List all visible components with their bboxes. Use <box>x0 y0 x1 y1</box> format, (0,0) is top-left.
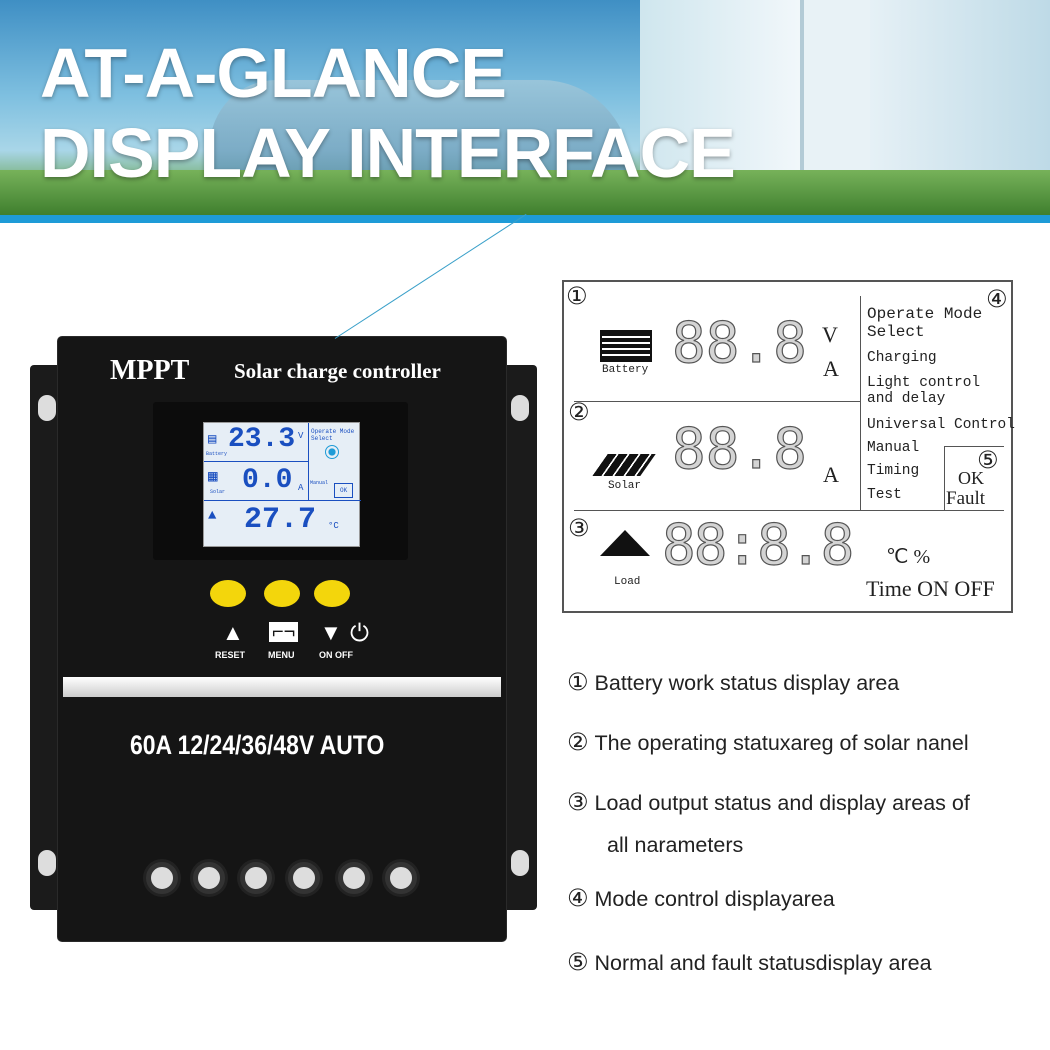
battery-label: Battery <box>602 364 649 376</box>
note-text: Normal and fault statusdisplay area <box>594 951 932 975</box>
lcd-load-value: 27.7 <box>244 503 317 537</box>
accent-strip <box>0 215 1050 223</box>
terminal-screw <box>193 862 225 894</box>
house-pillar <box>800 0 870 170</box>
note-number: ② <box>567 728 589 756</box>
mode-manual: Manual <box>867 440 920 456</box>
headline-line2: DISPLAY INTERFACE <box>40 114 736 192</box>
hero-banner: AT-A-GLANCE DISPLAY INTERFACE <box>0 0 1050 215</box>
up-triangle-icon: ▲ <box>222 620 244 645</box>
lcd-battery-label: Battery <box>206 451 228 457</box>
mode-charging: Charging <box>867 350 937 366</box>
status-ok: OK <box>958 468 984 488</box>
load-label: Load <box>614 576 641 588</box>
note-number: ① <box>567 668 589 696</box>
lcd-battery-unit: V <box>298 431 304 441</box>
solar-panel-icon <box>592 454 656 476</box>
note-number: ③ <box>567 788 589 816</box>
solar-segments: 88.8 <box>671 417 807 482</box>
marker-1: ① <box>566 282 588 310</box>
mode-test: Test <box>867 487 902 503</box>
battery-icon: ▤ <box>208 432 217 448</box>
lawn <box>0 170 1050 215</box>
down-triangle-icon: ▼ <box>320 620 342 645</box>
time-on-off-label: Time ON OFF <box>866 576 995 601</box>
battery-segments: 88.8 <box>671 311 807 376</box>
battery-icon <box>600 330 652 362</box>
reset-button[interactable] <box>210 580 246 607</box>
lcd-screen: ▤ Battery 23.3 V ▦ Solar 0.0 A Operate M… <box>203 422 361 547</box>
terminal-screw <box>338 862 370 894</box>
note-number: ④ <box>567 884 589 912</box>
mode-operate-select: Operate Mode Select <box>867 305 983 341</box>
solar-panel-icon: ▦ <box>208 468 218 486</box>
lcd-diagram: ① ② ③ ④ ⑤ Battery Solar Load 88.8 88.8 8… <box>562 280 1015 613</box>
note-text: Load output status and display areas of <box>594 791 970 815</box>
marker-2: ② <box>568 398 590 426</box>
unit-v: V <box>822 322 838 347</box>
device-subtitle: Solar charge controller <box>234 359 441 383</box>
note-text: Mode control displayarea <box>594 887 835 911</box>
light-bar <box>63 677 501 697</box>
lcd-solar-label: Solar <box>210 489 226 495</box>
onoff-button[interactable] <box>314 580 350 607</box>
unit-a-solar: A <box>823 462 839 487</box>
terminal-screw <box>240 862 272 894</box>
lcd-ok-status: OK <box>334 483 354 498</box>
lcd-manual-text: Manual <box>310 480 329 486</box>
marker-3: ③ <box>568 514 590 542</box>
menu-button[interactable] <box>264 580 300 607</box>
terminal-screw <box>146 862 178 894</box>
menu-label: MENU <box>268 650 295 660</box>
mode-universal-control: Universal Control <box>867 417 1015 433</box>
onoff-label: ON OFF <box>319 650 353 660</box>
temp-percent-label: ℃ % <box>886 546 931 568</box>
terminal-screw <box>385 862 417 894</box>
power-icon: ⏻ <box>350 620 369 647</box>
mode-timing: Timing <box>867 463 920 479</box>
lcd-solar-unit: A <box>298 483 304 493</box>
marker-5: ⑤ <box>977 446 999 474</box>
marker-4: ④ <box>986 285 1008 313</box>
lcd-temp-unit: °C <box>328 521 339 531</box>
lcd-mode-text: Operate Mode Select <box>311 428 355 443</box>
charge-controller: MPPT Solar charge controller ▤ Battery 2… <box>58 337 506 941</box>
note-text: The operating statuxareg of solar nanel <box>594 731 969 755</box>
menu-icon: ⌐¬ <box>269 622 299 642</box>
mode-light-control: Light control and delay <box>867 375 981 407</box>
callout-dot <box>325 445 339 459</box>
load-lamp-icon: ▲ <box>208 508 217 524</box>
note-3-continued: all narameters <box>607 833 744 857</box>
lamp-icon <box>600 530 650 556</box>
lcd-battery-value: 23.3 <box>228 424 296 455</box>
reset-label: RESET <box>215 650 246 660</box>
solar-label: Solar <box>608 480 642 492</box>
load-segments: 88:8.8 <box>661 513 855 578</box>
status-fault: Fault <box>946 488 986 509</box>
brand-logo: MPPT <box>110 355 190 386</box>
note-number: ⑤ <box>567 948 589 976</box>
callout-line <box>334 213 527 339</box>
rating-label: 60A 12/24/36/48V AUTO <box>130 730 385 760</box>
unit-a: A <box>823 356 839 381</box>
lcd-solar-value: 0.0 <box>242 465 293 496</box>
terminal-screw <box>288 862 320 894</box>
mounting-ear-right <box>503 365 537 910</box>
headline-line1: AT-A-GLANCE <box>40 34 507 112</box>
note-text: Battery work status display area <box>594 671 900 695</box>
car-image <box>210 80 630 185</box>
